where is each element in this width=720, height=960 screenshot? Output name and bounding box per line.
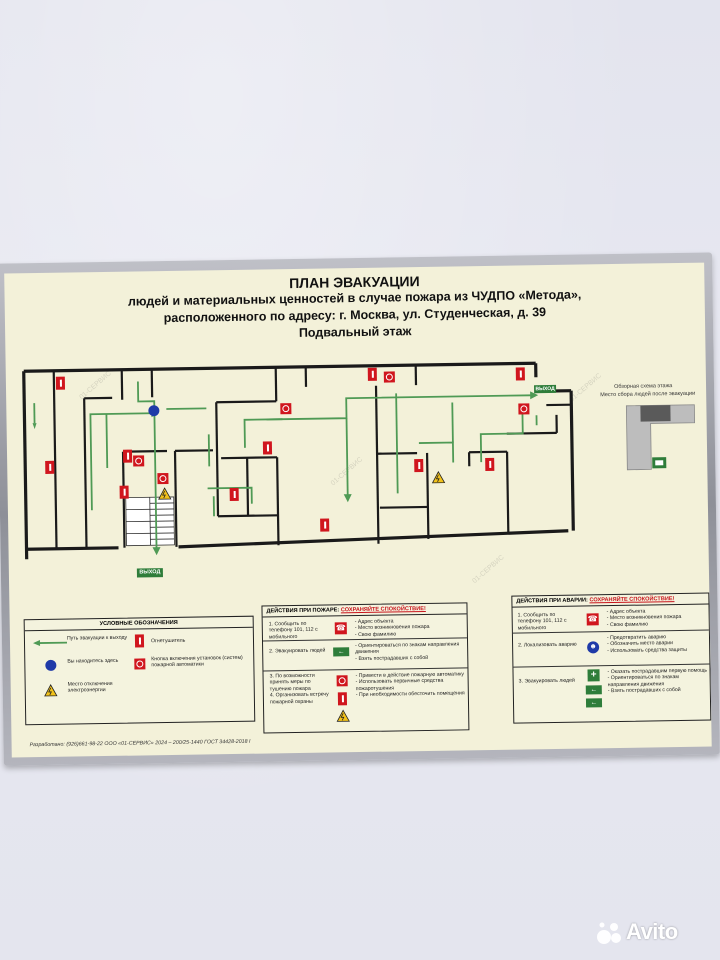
- fire-extinguisher-icon: [229, 487, 239, 502]
- accident-actions-header: ДЕЙСТВИЯ ПРИ АВАРИИ: СОХРАНЯЙТЕ СПОКОЙСТ…: [512, 593, 709, 608]
- floor-plan: [22, 361, 696, 560]
- protection-icon: ☻: [587, 641, 600, 654]
- fire-extinguisher-icon: [367, 367, 377, 381]
- fire-actions-title: ДЕЙСТВИЯ ПРИ ПОЖАРЕ:: [266, 607, 340, 615]
- fire-alarm-button-icon: [133, 455, 145, 467]
- fire-extinguisher-icon: [320, 518, 330, 532]
- legend-label: Вы находитесь здесь: [67, 657, 119, 665]
- fire-extinguisher-icon: [134, 634, 145, 648]
- accident-actions-calm: СОХРАНЯЙТЕ СПОКОЙСТВИЕ!: [589, 596, 675, 604]
- fire-extinguisher-icon: [337, 692, 348, 706]
- fire-extinguisher-icon: [485, 457, 495, 472]
- exit-sign: ВЫХОД: [534, 384, 557, 394]
- fire-extinguisher-icon: [55, 376, 66, 390]
- accident-step-actions: - Оказать пострадавшим первую помощь - О…: [607, 667, 708, 695]
- exit-direction-icon: ←: [333, 647, 350, 657]
- fire-step: 2. Эвакуировать людей: [269, 647, 326, 655]
- fire-extinguisher-icon: [122, 449, 133, 463]
- fire-extinguisher-icon: [515, 367, 525, 381]
- first-aid-icon: +: [587, 669, 600, 682]
- you-are-here-marker: [148, 405, 160, 417]
- electric-hazard-icon: [431, 470, 446, 484]
- fire-alarm-button-icon: [134, 658, 146, 670]
- phone-icon: ☎: [586, 613, 599, 626]
- fire-step-actions: - Адрес объекта - Место возникновения по…: [354, 618, 430, 638]
- evacuation-plan-board: ПЛАН ЭВАКУАЦИИ людей и материальных ценн…: [4, 262, 712, 758]
- avito-brand-text: Avito: [626, 919, 678, 944]
- fire-extinguisher-icon: [119, 485, 129, 499]
- legend-header: УСЛОВНЫЕ ОБОЗНАЧЕНИЯ: [24, 616, 253, 632]
- fire-actions-calm: СОХРАНЯЙТЕ СПОКОЙСТВИЕ!: [340, 605, 426, 614]
- fire-step: 1. Сообщить по телефону 101, 112 с мобил…: [268, 620, 318, 641]
- electric-hazard-icon: [336, 709, 350, 722]
- fire-extinguisher-icon: [45, 460, 55, 474]
- overview-caption: Обзорная схема этажа: [614, 383, 673, 390]
- fire-extinguisher-icon: [414, 459, 424, 473]
- legend-label: Путь эвакуации к выходу: [66, 634, 128, 642]
- fire-alarm-button-icon: [280, 403, 292, 415]
- staircase: [125, 496, 175, 547]
- avito-watermark: Avito: [596, 918, 706, 946]
- legend-label: Огнетушитель: [150, 637, 186, 645]
- fire-actions-header: ДЕЙСТВИЯ ПРИ ПОЖАРЕ: СОХРАНЯЙТЕ СПОКОЙСТ…: [262, 603, 467, 618]
- fire-alarm-button-icon: [383, 371, 395, 383]
- exit-direction-icon: ←: [585, 698, 603, 708]
- accident-actions-title: ДЕЙСТВИЯ ПРИ АВАРИИ:: [516, 597, 588, 605]
- you-are-here-icon: [45, 659, 57, 671]
- legend-label: Место отключения электроэнергии: [67, 680, 113, 695]
- electric-hazard-icon: [158, 487, 172, 500]
- evacuation-plan-frame: ПЛАН ЭВАКУАЦИИ людей и материальных ценн…: [0, 252, 720, 773]
- evacuation-route-arrow-icon: [33, 640, 68, 647]
- fire-actions-box: ДЕЙСТВИЯ ПРИ ПОЖАРЕ: СОХРАНЯЙТЕ СПОКОЙСТ…: [261, 602, 470, 734]
- fire-alarm-button-icon: [518, 403, 530, 415]
- fire-alarm-button-icon: [336, 675, 348, 687]
- accident-actions-box: ДЕЙСТВИЯ ПРИ АВАРИИ: СОХРАНЯЙТЕ СПОКОЙСТ…: [511, 592, 712, 724]
- accident-step: 2. Локализовать аварию: [518, 641, 577, 649]
- fire-step: 3. По возможности принять меры по тушени…: [269, 672, 329, 706]
- accident-step-actions: - Предотвратить аварию - Обозначить мест…: [606, 634, 688, 654]
- exit-sign: ВЫХОД: [136, 568, 163, 578]
- fire-alarm-button-icon: [157, 473, 169, 485]
- legend-box: УСЛОВНЫЕ ОБОЗНАЧЕНИЯ Путь эвакуации к вы…: [23, 615, 256, 726]
- electric-hazard-icon: [44, 684, 58, 697]
- fire-step-actions: - Привести в действие пожарную автоматик…: [355, 671, 465, 699]
- route-arrowheads: [32, 391, 539, 556]
- overview-scheme: [625, 404, 696, 471]
- accident-step-actions: - Адрес объекта - Место возникновения по…: [606, 608, 682, 628]
- accident-step: 3. Эвакуировать людей: [518, 677, 575, 685]
- legend-label: Кнопка включения установок (систем) пожа…: [151, 654, 243, 669]
- evacuation-routes: [33, 381, 538, 552]
- avito-logo-icon: [597, 922, 621, 944]
- exit-direction-icon: ←: [585, 685, 602, 695]
- phone-icon: ☎: [334, 622, 347, 635]
- fire-extinguisher-icon: [262, 441, 273, 455]
- fire-step-actions: - Ориентироваться по знакам направления …: [355, 641, 460, 662]
- accident-step: 1. Сообщить по телефону 101, 112 с мобил…: [517, 611, 567, 632]
